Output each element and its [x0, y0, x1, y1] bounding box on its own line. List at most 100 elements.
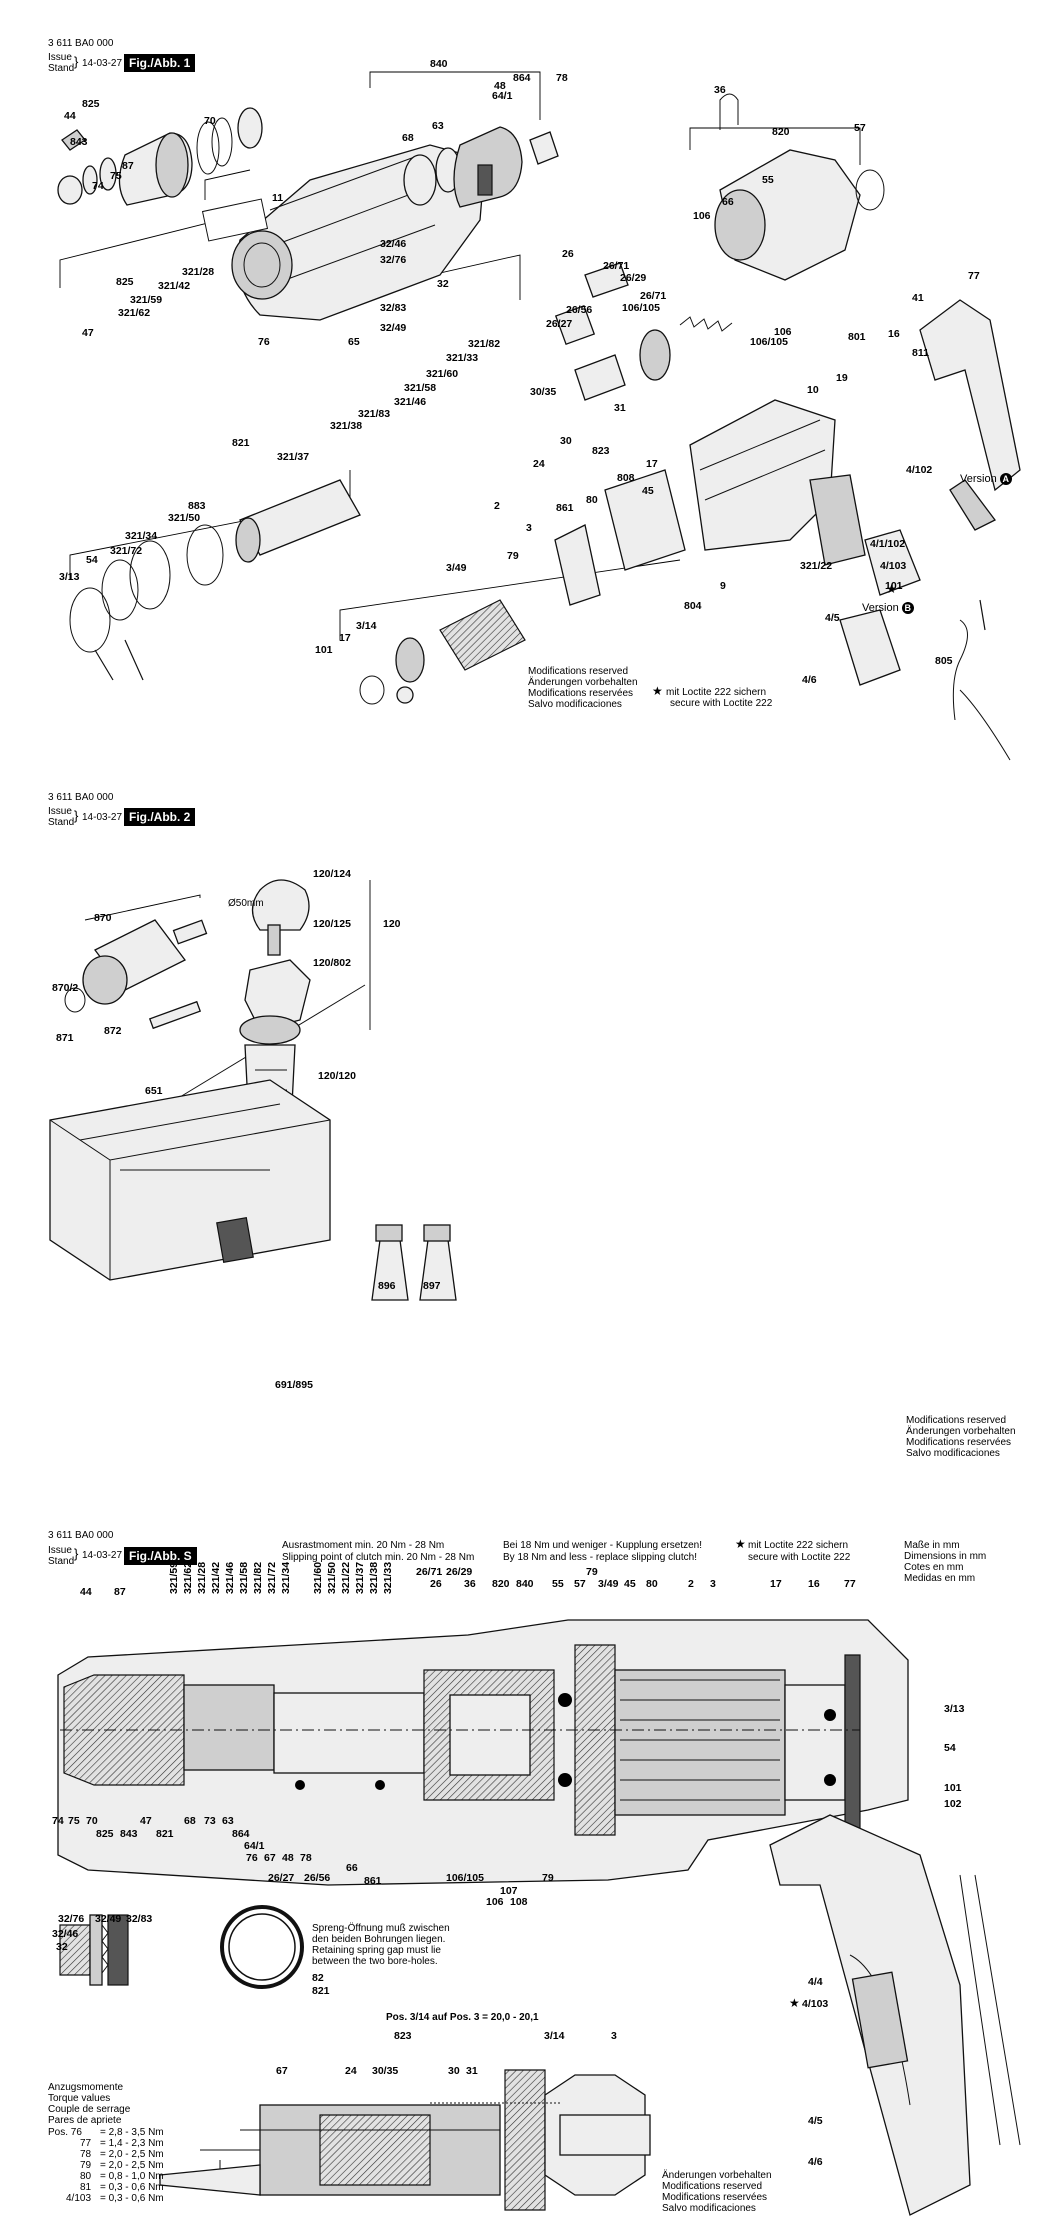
brace: } [74, 808, 79, 823]
figs-label: 45 [624, 1578, 636, 1590]
fig1-label: 36 [714, 84, 726, 96]
fig2-label: 871 [56, 1032, 74, 1044]
figs-label: 75 [68, 1815, 80, 1827]
star-icon: ★ [652, 684, 663, 698]
fig1-label: 801 [848, 331, 866, 343]
fig1-label: 30 [560, 435, 572, 447]
fig1-label: 30/35 [530, 386, 557, 398]
fig1-label: 63 [432, 120, 444, 132]
fig1-label: 45 [642, 485, 654, 497]
doc-number: 3 611 BA0 000 [48, 1530, 114, 1541]
fig2-label: 691/895 [275, 1379, 313, 1391]
fig1-label: 321/58 [404, 382, 437, 394]
figs-label: 80 [646, 1578, 658, 1590]
figs-lower-label: 30/35 [372, 2065, 399, 2077]
doc-number: 3 611 BA0 000 [48, 792, 114, 803]
figs-label: 4/6 [808, 2156, 823, 2168]
fig1-label: 70 [204, 115, 216, 127]
fig2-note: Änderungen vorbehalten [906, 1426, 1016, 1437]
torque-val: = 2,0 - 2,5 Nm [100, 2160, 164, 2171]
fig1-label: 26/56 [566, 304, 593, 316]
fig1-label: 106/105 [750, 336, 788, 348]
spring-note: between the two bore-holes. [312, 1956, 438, 1967]
fig1-label: 77 [968, 270, 980, 282]
figs-label: 825 [96, 1828, 114, 1840]
figs-cross-section [57, 1619, 1021, 2216]
fig1-label: 26/71 [640, 290, 667, 302]
dims-note: Medidas en mm [904, 1573, 976, 1584]
figs-label: 321/33 [382, 1561, 394, 1594]
figs-label: 821 [156, 1828, 174, 1840]
spring-note: Retaining spring gap must lie [312, 1945, 441, 1956]
fig1-label: 26/71 [603, 260, 630, 272]
torque-val: = 0,3 - 0,6 Nm [100, 2193, 164, 2204]
figs-label: 66 [346, 1862, 358, 1874]
fig1-label: 75 [110, 170, 122, 182]
fig1-note: Salvo modificaciones [528, 699, 622, 710]
fig1-label: 57 [854, 122, 866, 134]
fig1-label: 321/59 [130, 294, 163, 306]
fig1-label: 32/46 [380, 238, 407, 250]
fig1-label: 321/72 [110, 545, 143, 557]
fig1-label: 321/33 [446, 352, 479, 364]
figs-label: 26/27 [268, 1872, 295, 1884]
fig1-label: 821 [232, 437, 250, 449]
fig1-label: 840 [430, 58, 448, 70]
figs-loctite: mit Loctite 222 sichern [748, 1540, 849, 1551]
figure-tag: Fig./Abb. 2 [124, 808, 196, 826]
replace-note-de: Bei 18 Nm und weniger - Kupplung ersetze… [503, 1540, 703, 1551]
dims-note: Cotes en mm [904, 1562, 964, 1573]
figs-label: 48 [282, 1852, 294, 1864]
figs-note: Modifications reserved [662, 2181, 763, 2192]
fig1-label: 9 [720, 580, 726, 592]
figs-label: 16 [808, 1578, 820, 1590]
fig2-label: 896 [378, 1280, 396, 1292]
figs-label: 101 [944, 1782, 962, 1794]
fig1-label: 883 [188, 500, 206, 512]
figs-note: Änderungen vorbehalten [662, 2170, 772, 2181]
figs-label: 321/42 [210, 1561, 222, 1594]
fig1-label: 26 [562, 248, 574, 260]
fig2-note: Modifications reservées [906, 1437, 1012, 1448]
issue-date: 14-03-27 [82, 58, 123, 69]
fig1-label: 32 [437, 278, 449, 290]
fig1-label: 74 [92, 180, 104, 192]
fig2-label: 870/2 [52, 982, 79, 994]
fig1-label: 31 [614, 402, 626, 414]
stand-label: Stand [48, 817, 75, 828]
torque-pos: 79 [80, 2160, 92, 2171]
figs-label: 843 [120, 1828, 138, 1840]
fig1-note: Änderungen vorbehalten [528, 677, 638, 688]
brace: } [74, 54, 79, 69]
fig1-label: 321/46 [394, 396, 427, 408]
fig1-label: 4/1/102 [870, 538, 906, 550]
figs-detail-label: 32/76 [58, 1913, 85, 1925]
figs-label: 64/1 [244, 1840, 265, 1852]
torque-val: = 1,4 - 2,3 Nm [100, 2138, 164, 2149]
fig1-label: 321/34 [125, 530, 158, 542]
fig1-label: 55 [762, 174, 774, 186]
clutch-note-de: Ausrastmoment min. 20 Nm - 28 Nm [282, 1540, 445, 1551]
figs-label: 26/71 [416, 1566, 443, 1578]
figs-label: 55 [552, 1578, 564, 1590]
fig1-label: 26/29 [620, 272, 647, 284]
figs-label: 321/59 [168, 1561, 180, 1594]
figs-label: 3/49 [598, 1578, 619, 1590]
fig1-label: 78 [556, 72, 568, 84]
fig1-label: 87 [122, 160, 134, 172]
fig1-label: 80 [586, 494, 598, 506]
figs-label: 321/62 [182, 1561, 194, 1594]
fig1-label: 321/60 [426, 368, 459, 380]
version-b-mark: B [901, 602, 914, 614]
issue-label: Issue [48, 806, 72, 817]
fig1-label: 4/5 [825, 612, 840, 624]
figs-lower-label: 30 [448, 2065, 460, 2077]
fig1-label: 19 [836, 372, 848, 384]
fig1-label: 44 [64, 110, 76, 122]
torque-val: = 0,3 - 0,6 Nm [100, 2182, 164, 2193]
fig1-label: 10 [807, 384, 819, 396]
fig1-label: 3/49 [446, 562, 467, 574]
figs-label: 4/4 [808, 1976, 823, 1988]
fig1-label: 106 [774, 326, 792, 338]
fig2-label: 651 [145, 1085, 163, 1097]
